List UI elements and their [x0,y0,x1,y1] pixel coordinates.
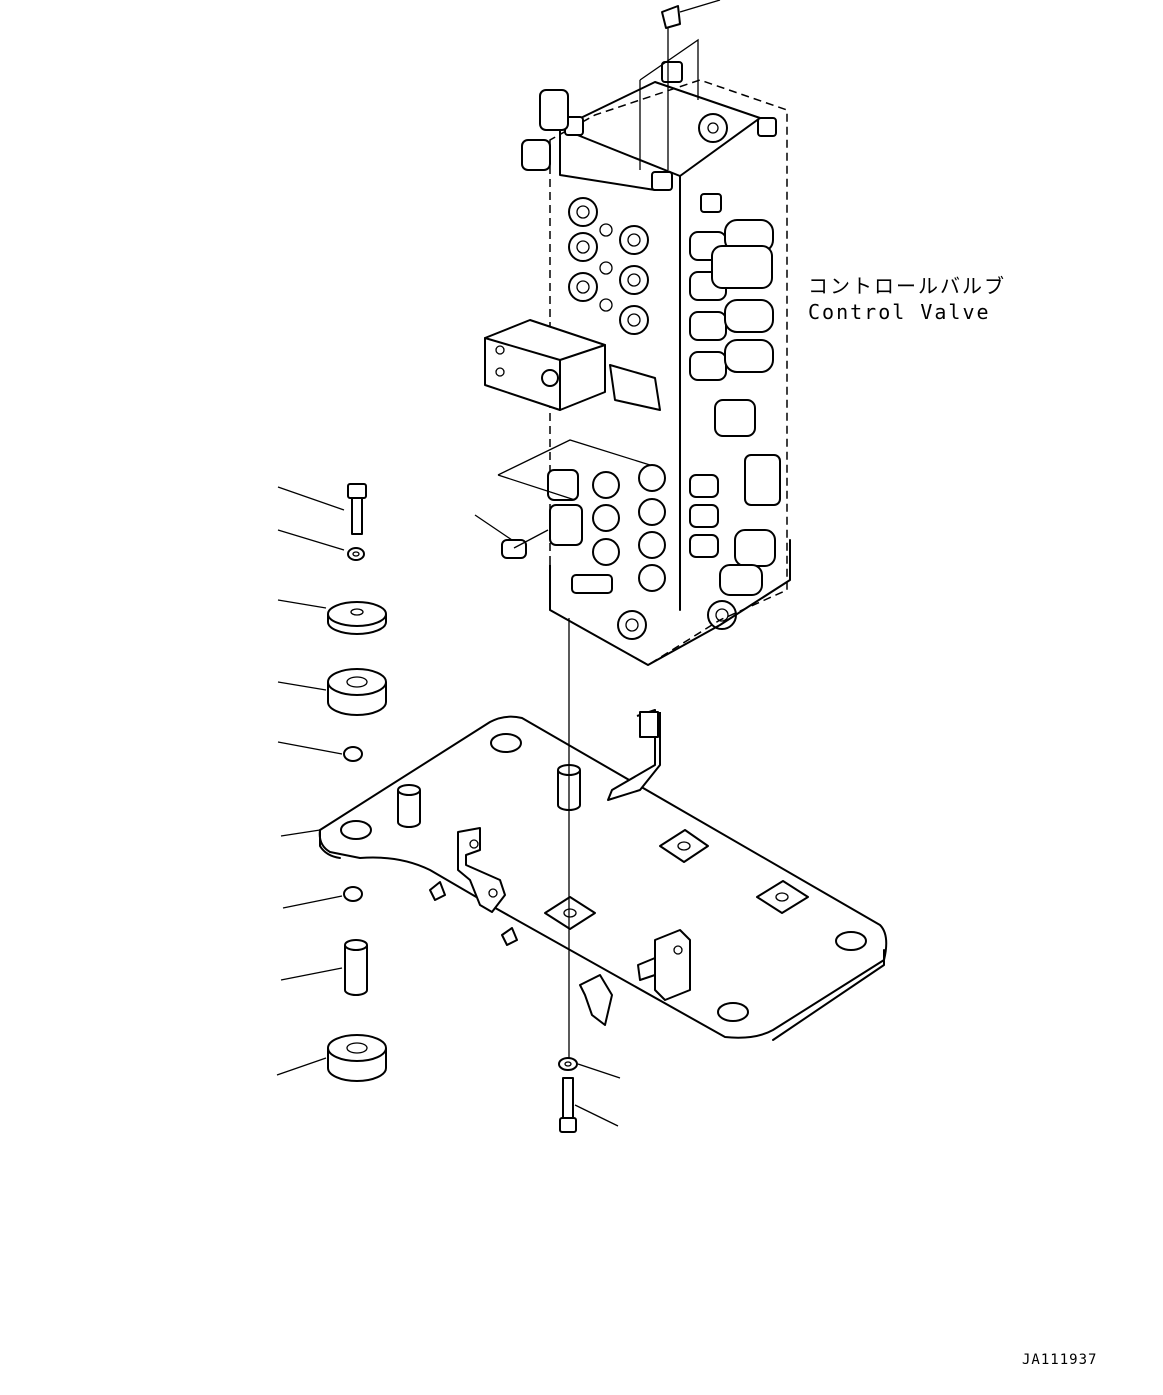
lower-washer [558,1057,621,1079]
flat-washer-large [277,599,387,635]
top-mounting-bolts [521,61,777,546]
valve-ports-lower [592,464,666,592]
o-ring-lower [282,886,363,909]
spacer-collar [280,939,368,996]
rubber-cushion-lower [276,1034,387,1082]
o-ring-upper [277,741,363,762]
solenoid-block [484,319,606,411]
top-plug [661,5,681,29]
spool-caps [689,219,781,596]
component-label-japanese: コントロールバルブ [808,274,1006,298]
mounting-bracket-plate [318,709,888,1041]
mounting-bolt-top [277,483,367,535]
side-plug [501,539,527,559]
drawing-number: JA111937 [1022,1352,1098,1368]
valve-ports-upper [568,197,649,335]
washer-small [277,529,365,561]
mounting-bolt-bottom [559,1077,619,1133]
bracket-leader [280,829,321,837]
rubber-cushion-upper [277,668,387,716]
hardware-stack [276,483,387,1082]
component-label-english: Control Valve [808,300,991,324]
control-valve-assembly [474,0,791,666]
